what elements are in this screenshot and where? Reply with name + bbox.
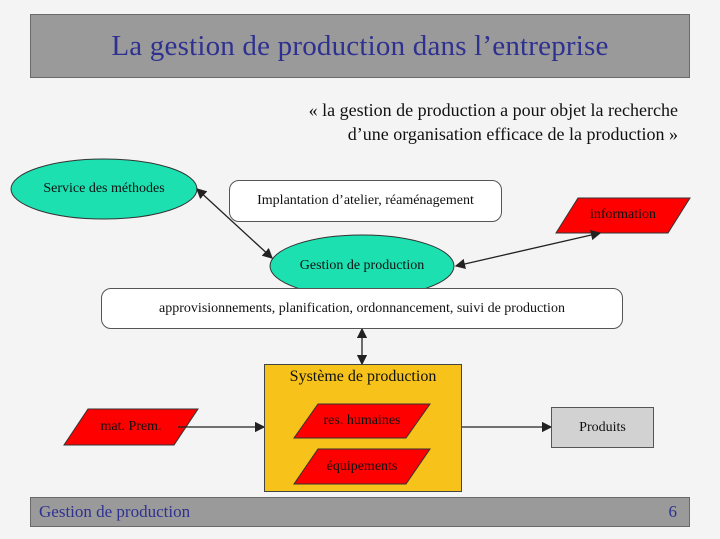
gestion-production-label: Gestion de production — [299, 258, 425, 273]
equipements-parallelogram — [293, 448, 431, 485]
arrow-gestion-information — [454, 229, 602, 270]
systeme-production-title: Système de production — [289, 368, 437, 385]
arrow-service-gestion — [196, 188, 273, 259]
quote-line-1: « la gestion de production a pour objet … — [308, 100, 678, 120]
information-label: information — [589, 207, 657, 222]
slide-title: La gestion de production dans l’entrepri… — [111, 29, 609, 62]
res-humaines-parallelogram — [293, 403, 431, 439]
information-parallelogram — [555, 197, 691, 234]
res-humaines-label: res. humaines — [323, 413, 401, 428]
slide-title-bar: La gestion de production dans l’entrepri… — [30, 14, 690, 78]
service-methodes-label: Service des méthodes — [43, 181, 165, 196]
page-number: 6 — [668, 502, 678, 521]
mat-prem-label: mat. Prem. — [100, 419, 162, 434]
implantation-box: Implantation d’atelier, réaménagement — [229, 180, 502, 222]
definition-quote: « la gestion de production a pour objet … — [309, 98, 678, 146]
quote-line-2: d’une organisation efficace de la produc… — [347, 124, 678, 144]
produits-box: Produits — [551, 407, 654, 448]
footer-label: Gestion de production — [39, 502, 191, 521]
slide-footer: Gestion de production 6 — [30, 497, 690, 527]
activites-box: approvisionnements, planification, ordon… — [101, 288, 623, 329]
equipements-label: équipements — [326, 459, 398, 474]
mat-prem-parallelogram — [63, 408, 199, 446]
